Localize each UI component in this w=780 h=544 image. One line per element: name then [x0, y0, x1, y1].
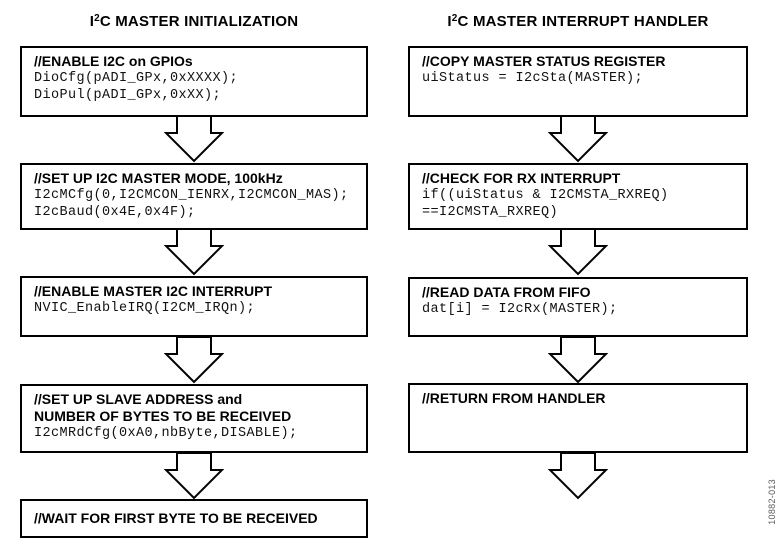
title-text: I — [89, 13, 95, 30]
box-heading: //ENABLE MASTER I2C INTERRUPT — [34, 283, 273, 299]
left-column-title: I2C MASTER INITIALIZATION — [20, 13, 368, 31]
down-arrow-icon — [548, 115, 608, 163]
title-superscript: 2 — [451, 13, 458, 24]
code-line: I2cMCfg(0,I2CMCON_IENRX,I2CMCON_MAS); — [34, 188, 349, 203]
box-enable-i2c-gpios: //ENABLE I2C on GPIOs DioCfg(pADI_GPx,0x… — [20, 46, 368, 117]
title-text: C MASTER INTERRUPT HANDLER — [457, 13, 709, 30]
figure-number: 10882-013 — [767, 479, 777, 525]
box-wait-first-byte: //WAIT FOR FIRST BYTE TO BE RECEIVED — [20, 499, 368, 538]
right-column-title: I2C MASTER INTERRUPT HANDLER — [408, 13, 748, 31]
down-arrow-icon — [548, 336, 608, 384]
box-heading: //COPY MASTER STATUS REGISTER — [422, 53, 666, 69]
box-copy-status-register: //COPY MASTER STATUS REGISTER uiStatus =… — [408, 46, 748, 117]
box-check-rx-interrupt: //CHECK FOR RX INTERRUPT if((uiStatus & … — [408, 163, 748, 230]
box-setup-slave-address: //SET UP SLAVE ADDRESS and NUMBER OF BYT… — [20, 384, 368, 453]
down-arrow-icon — [548, 452, 608, 500]
down-arrow-icon — [164, 336, 224, 384]
box-heading: //READ DATA FROM FIFO — [422, 284, 591, 300]
box-read-data-fifo: //READ DATA FROM FIFO dat[i] = I2cRx(MAS… — [408, 277, 748, 337]
box-heading: //CHECK FOR RX INTERRUPT — [422, 170, 621, 186]
code-line: uiStatus = I2cSta(MASTER); — [422, 71, 644, 86]
code-line: I2cBaud(0x4E,0x4F); — [34, 205, 196, 220]
box-heading: //WAIT FOR FIRST BYTE TO BE RECEIVED — [34, 510, 318, 526]
title-text: C MASTER INITIALIZATION — [99, 13, 299, 30]
box-heading: //SET UP SLAVE ADDRESS and — [34, 391, 243, 407]
box-setup-master-mode: //SET UP I2C MASTER MODE, 100kHz I2cMCfg… — [20, 163, 368, 230]
code-line: NVIC_EnableIRQ(I2CM_IRQn); — [34, 301, 256, 316]
box-return-from-handler: //RETURN FROM HANDLER — [408, 383, 748, 453]
box-heading: //RETURN FROM HANDLER — [422, 390, 606, 406]
box-enable-master-interrupt: //ENABLE MASTER I2C INTERRUPT NVIC_Enabl… — [20, 276, 368, 337]
down-arrow-icon — [164, 228, 224, 276]
code-line: DioCfg(pADI_GPx,0xXXXX); — [34, 71, 239, 86]
code-line: I2cMRdCfg(0xA0,nbByte,DISABLE); — [34, 426, 298, 441]
code-line: if((uiStatus & I2CMSTA_RXREQ) — [422, 188, 669, 203]
code-line: ==I2CMSTA_RXREQ) — [422, 205, 559, 220]
down-arrow-icon — [164, 452, 224, 500]
code-line: dat[i] = I2cRx(MASTER); — [422, 302, 618, 317]
down-arrow-icon — [164, 115, 224, 163]
code-line: DioPul(pADI_GPx,0xXX); — [34, 88, 222, 103]
box-heading: //ENABLE I2C on GPIOs — [34, 53, 193, 69]
title-text: I — [447, 13, 452, 30]
down-arrow-icon — [548, 228, 608, 276]
box-heading: //SET UP I2C MASTER MODE, 100kHz — [34, 170, 283, 186]
box-heading: NUMBER OF BYTES TO BE RECEIVED — [34, 408, 292, 424]
title-superscript: 2 — [94, 13, 100, 24]
